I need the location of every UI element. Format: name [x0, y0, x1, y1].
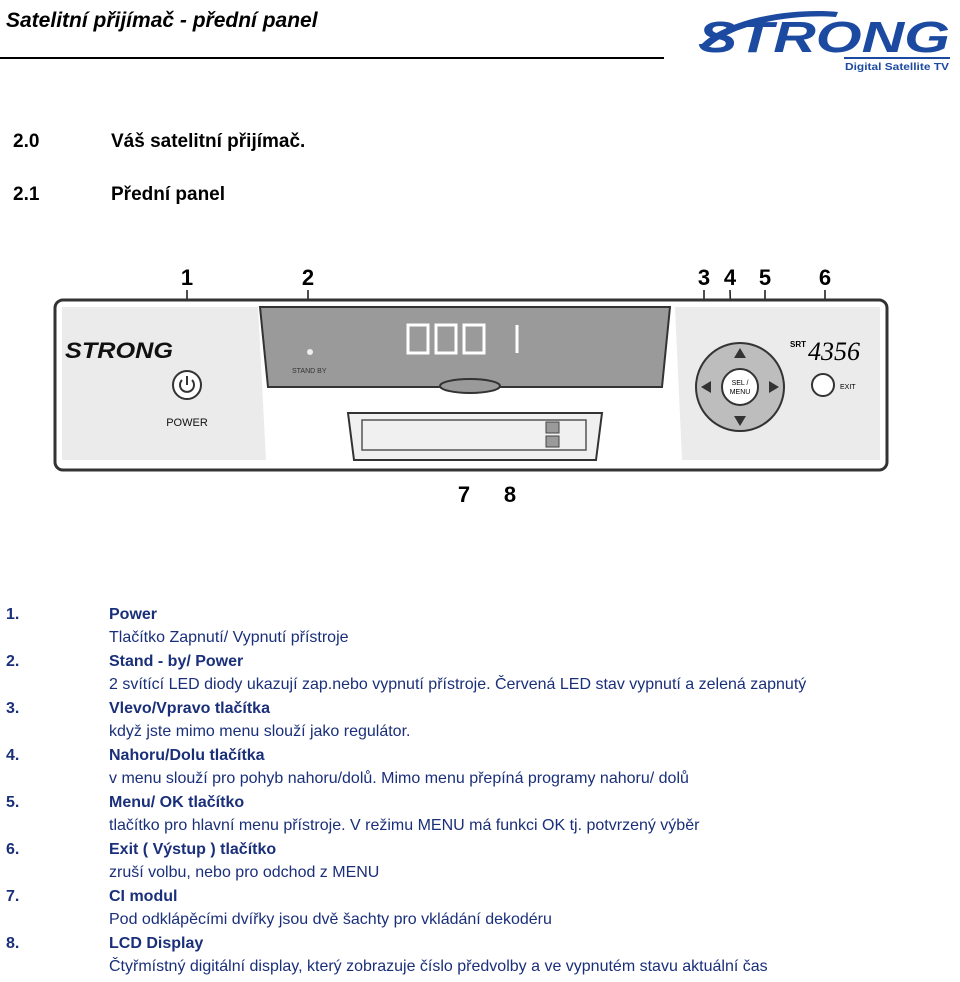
- header-rule: [0, 57, 664, 59]
- feature-list: 1. Power Tlačítko Zapnutí/ Vypnutí příst…: [0, 606, 960, 982]
- item-description: 2 svítící LED diody ukazují zap.nebo vyp…: [109, 676, 807, 693]
- nav-down-icon[interactable]: [734, 416, 746, 426]
- section-number: 2.0: [13, 131, 40, 152]
- item-number: 1.: [6, 606, 20, 623]
- item-description: Pod odklápěcími dvířky jsou dvě šachty p…: [109, 911, 552, 928]
- callout-1: 1: [181, 265, 193, 290]
- callout-7: 7: [458, 482, 470, 507]
- sel-menu-label: SEL /: [732, 380, 749, 387]
- item-description: v menu slouží pro pohyb nahoru/dolů. Mim…: [109, 770, 689, 787]
- ir-window: [439, 378, 501, 394]
- nav-left-icon[interactable]: [701, 381, 711, 393]
- model-prefix: SRT: [790, 340, 806, 349]
- nav-up-icon[interactable]: [734, 348, 746, 358]
- section-title: Váš satelitní přijímač.: [111, 131, 306, 152]
- callout-4: 4: [724, 265, 737, 290]
- item-number: 5.: [6, 794, 20, 811]
- item-number: 6.: [6, 841, 20, 858]
- list-item: 8. LCD Display Čtyřmístný digitální disp…: [0, 935, 960, 982]
- logo-underline: [844, 57, 950, 59]
- ci-slot-indicator: [545, 421, 560, 434]
- device-brand: STRONG: [65, 338, 173, 363]
- callout-3: 3: [698, 265, 710, 290]
- sel-menu-label: MENU: [730, 389, 751, 396]
- lcd-digit: [462, 323, 486, 355]
- item-title: LCD Display: [109, 935, 204, 952]
- callout-8: 8: [504, 482, 516, 507]
- item-description: zruší volbu, nebo pro odchod z MENU: [109, 864, 380, 881]
- left-panel-bg: [62, 307, 266, 460]
- list-item: 1. Power Tlačítko Zapnutí/ Vypnutí příst…: [0, 606, 960, 653]
- item-description: Tlačítko Zapnutí/ Vypnutí přístroje: [109, 629, 349, 646]
- ci-slot: [361, 419, 587, 451]
- list-item: 7. CI modul Pod odklápěcími dvířky jsou …: [0, 888, 960, 935]
- item-title: CI modul: [109, 888, 178, 905]
- power-label: POWER: [166, 417, 208, 429]
- item-title: Stand - by/ Power: [109, 653, 244, 670]
- item-title: Exit ( Výstup ) tlačítko: [109, 841, 277, 858]
- item-description: když jste mimo menu slouží jako reguláto…: [109, 723, 411, 740]
- item-title: Power: [109, 606, 158, 623]
- power-icon: [179, 376, 195, 393]
- item-number: 4.: [6, 747, 20, 764]
- logo-swoosh: [700, 11, 838, 46]
- ci-slot-indicator: [545, 435, 560, 448]
- lcd-digit: [406, 323, 430, 355]
- exit-label: EXIT: [840, 384, 856, 391]
- section-number: 2.1: [13, 184, 40, 205]
- item-number: 7.: [6, 888, 20, 905]
- callout-5: 5: [759, 265, 771, 290]
- list-item: 6. Exit ( Výstup ) tlačítko zruší volbu,…: [0, 841, 960, 888]
- logo-text: STRONG: [698, 13, 950, 62]
- list-item: 4. Nahoru/Dolu tlačítka v menu slouží pr…: [0, 747, 960, 794]
- section-title: Přední panel: [111, 184, 226, 205]
- logo-subtext: Digital Satellite TV: [845, 61, 949, 73]
- item-description: Čtyřmístný digitální display, který zobr…: [109, 958, 768, 975]
- item-description: tlačítko pro hlavní menu přístroje. V re…: [109, 817, 700, 834]
- front-panel-diagram: 1 2 3 4 5 6 7 8 STAND BY STRONG POWER: [53, 265, 889, 507]
- item-number: 8.: [6, 935, 20, 952]
- page-header-title: Satelitní přijímač - přední panel: [6, 9, 318, 32]
- sel-menu-button[interactable]: [721, 368, 759, 406]
- callout-2: 2: [302, 265, 314, 290]
- model-number: 4356: [808, 337, 860, 366]
- standby-led: [307, 349, 313, 355]
- ci-door: [346, 412, 604, 461]
- list-item: 2. Stand - by/ Power 2 svítící LED diody…: [0, 653, 960, 700]
- strong-logo: STRONG Digital Satellite TV: [698, 11, 950, 73]
- nav-right-icon[interactable]: [769, 381, 779, 393]
- list-item: 3. Vlevo/Vpravo tlačítka když jste mimo …: [0, 700, 960, 747]
- item-number: 3.: [6, 700, 20, 717]
- list-item: 5. Menu/ OK tlačítko tlačítko pro hlavní…: [0, 794, 960, 841]
- lcd-digit: [434, 323, 458, 355]
- item-number: 2.: [6, 653, 20, 670]
- item-title: Vlevo/Vpravo tlačítka: [109, 700, 270, 717]
- item-title: Nahoru/Dolu tlačítka: [109, 747, 265, 764]
- callout-6: 6: [819, 265, 831, 290]
- item-title: Menu/ OK tlačítko: [109, 794, 245, 811]
- standby-label: STAND BY: [292, 368, 327, 375]
- exit-button[interactable]: [811, 373, 835, 397]
